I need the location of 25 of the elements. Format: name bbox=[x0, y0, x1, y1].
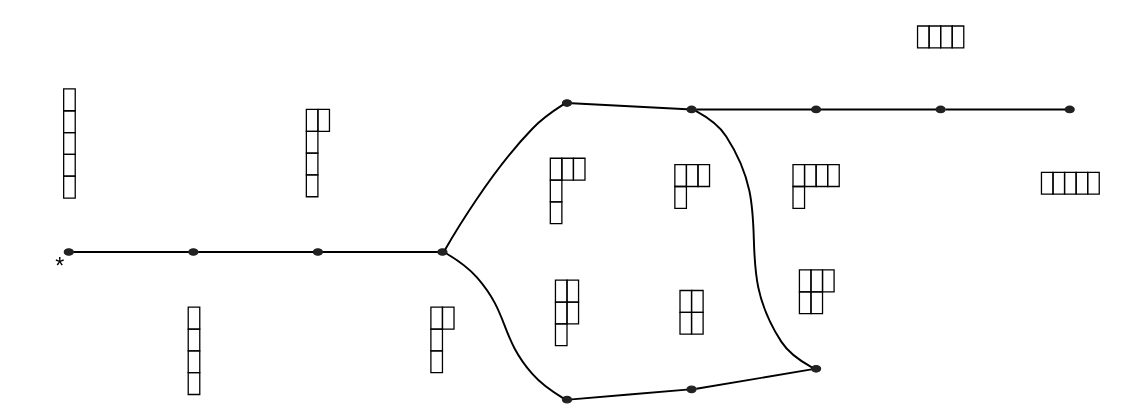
connector bbox=[444, 103, 565, 251]
node-circle bbox=[810, 105, 822, 114]
connector bbox=[445, 252, 564, 400]
connector bbox=[819, 108, 938, 111]
connector bbox=[197, 251, 315, 253]
node-circle bbox=[561, 395, 573, 404]
node-circle bbox=[810, 364, 822, 373]
node-circle bbox=[935, 105, 946, 114]
node-circle bbox=[312, 248, 324, 256]
connector bbox=[570, 388, 688, 401]
connector bbox=[695, 368, 813, 390]
connector bbox=[695, 108, 813, 111]
node-label: * bbox=[55, 252, 65, 279]
node-circle bbox=[1064, 105, 1075, 114]
node-circle bbox=[437, 248, 448, 256]
connector bbox=[694, 110, 813, 369]
node-circle bbox=[188, 248, 199, 256]
connector bbox=[72, 251, 190, 253]
node-circle bbox=[63, 248, 74, 256]
connector bbox=[321, 251, 439, 253]
connector bbox=[570, 102, 688, 111]
node-circle bbox=[561, 99, 573, 107]
node-circle bbox=[686, 105, 697, 114]
node-circle bbox=[686, 385, 697, 394]
connector bbox=[944, 108, 1066, 111]
